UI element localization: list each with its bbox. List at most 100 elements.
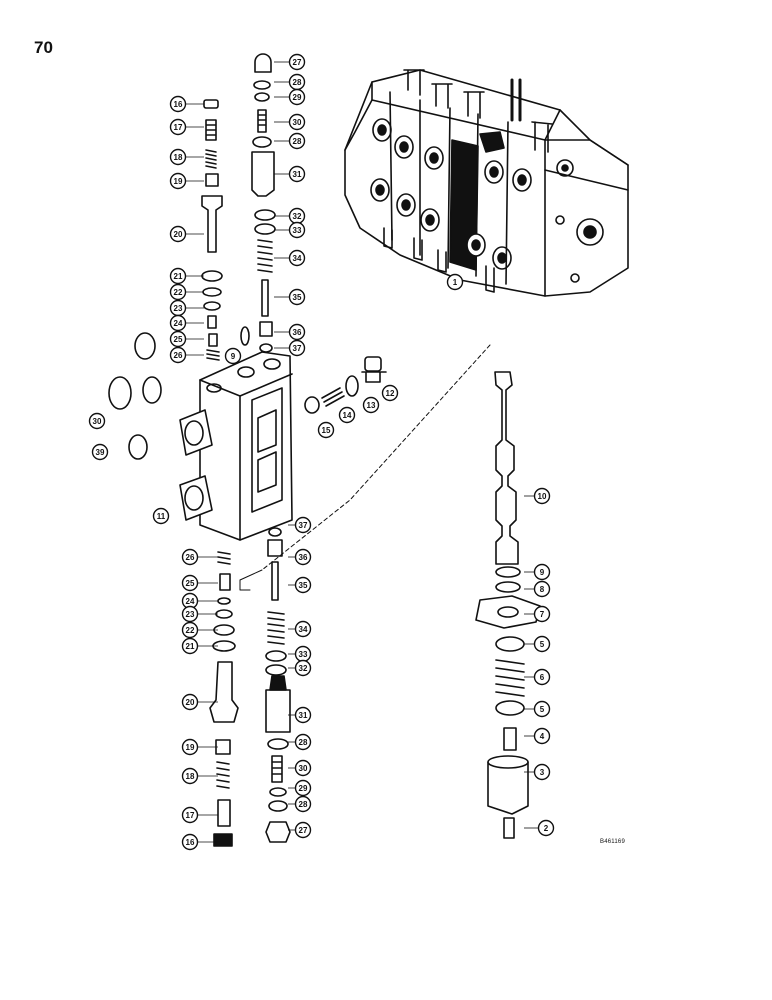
callout-34: 34 xyxy=(288,620,312,638)
callout-number: 18 xyxy=(186,772,195,781)
callout-number: 3 xyxy=(540,768,545,777)
callout-circle xyxy=(169,267,187,285)
callout-number: 36 xyxy=(293,328,302,337)
callout-20: 20 xyxy=(181,693,218,711)
callout-number: 24 xyxy=(174,319,183,328)
callout-number: 28 xyxy=(299,738,308,747)
callout-layer: 1617181920212223242526272829302831323334… xyxy=(88,53,555,851)
callout-circle xyxy=(181,621,199,639)
callout-28: 28 xyxy=(274,73,306,91)
callout-37: 37 xyxy=(288,516,312,534)
callout-number: 35 xyxy=(293,293,302,302)
callout-circle xyxy=(169,225,187,243)
left-upper-stack xyxy=(201,99,223,361)
callout-number: 31 xyxy=(293,170,302,179)
callout-9: 9 xyxy=(524,563,551,581)
callout-circle xyxy=(294,576,312,594)
callout-number: 32 xyxy=(299,664,308,673)
drawing-reference-code: B461169 xyxy=(600,839,625,845)
callout-number: 36 xyxy=(299,553,308,562)
callout-circle xyxy=(181,693,199,711)
callout-30: 30 xyxy=(274,113,306,131)
callout-circle xyxy=(294,516,312,534)
callout-circle xyxy=(294,548,312,566)
callout-number: 20 xyxy=(186,698,195,707)
callout-9: 9 xyxy=(224,347,242,365)
callout-number: 31 xyxy=(299,711,308,720)
callout-circle xyxy=(169,330,187,348)
callout-number: 26 xyxy=(186,553,195,562)
callout-24: 24 xyxy=(169,314,204,332)
callout-26: 26 xyxy=(181,548,218,566)
valve-bank-assembly-drawing xyxy=(344,69,629,297)
callout-6: 6 xyxy=(524,668,551,686)
callout-number: 20 xyxy=(174,230,183,239)
callout-number: 16 xyxy=(174,100,183,109)
callout-circle xyxy=(288,165,306,183)
callout-number: 2 xyxy=(544,824,549,833)
callout-36: 36 xyxy=(288,548,312,566)
callout-circle xyxy=(294,795,312,813)
callout-30: 30 xyxy=(288,759,312,777)
callout-16: 16 xyxy=(169,95,204,113)
callout-circle xyxy=(169,148,187,166)
callout-number: 37 xyxy=(293,344,302,353)
center-upper-stack xyxy=(251,53,276,353)
callout-number: 19 xyxy=(186,743,195,752)
callout-circle xyxy=(181,574,199,592)
callout-number: 16 xyxy=(186,838,195,847)
callout-number: 22 xyxy=(174,288,183,297)
callout-number: 19 xyxy=(174,177,183,186)
callout-29: 29 xyxy=(288,779,312,797)
callout-number: 25 xyxy=(186,579,195,588)
callout-circle xyxy=(338,406,356,424)
callout-12: 12 xyxy=(381,384,399,402)
callout-circle xyxy=(181,738,199,756)
callout-31: 31 xyxy=(288,706,312,724)
left-lower-stack xyxy=(209,551,239,847)
callout-22: 22 xyxy=(169,283,204,301)
callout-1: 1 xyxy=(446,273,464,291)
callout-8: 8 xyxy=(524,580,551,598)
callout-number: 30 xyxy=(293,118,302,127)
callout-number: 6 xyxy=(540,673,545,682)
callout-circle xyxy=(181,806,199,824)
callout-circle xyxy=(288,249,306,267)
callout-13: 13 xyxy=(362,396,380,414)
callout-circle xyxy=(152,507,170,525)
callout-19: 19 xyxy=(181,738,218,756)
callout-28: 28 xyxy=(274,132,306,150)
callout-5: 5 xyxy=(524,700,551,718)
callout-19: 19 xyxy=(169,172,204,190)
callout-circle xyxy=(181,833,199,851)
callout-number: 30 xyxy=(299,764,308,773)
callout-2: 2 xyxy=(524,819,555,837)
callout-number: 4 xyxy=(540,732,545,741)
callout-36: 36 xyxy=(274,323,306,341)
callout-number: 34 xyxy=(293,254,302,263)
callout-number: 35 xyxy=(299,581,308,590)
callout-17: 17 xyxy=(169,118,204,136)
callout-number: 10 xyxy=(538,492,547,501)
callout-circle xyxy=(533,487,551,505)
callout-circle xyxy=(288,288,306,306)
callout-30: 30 xyxy=(88,412,106,430)
callout-number: 23 xyxy=(174,304,183,313)
callout-circle xyxy=(169,172,187,190)
callout-number: 8 xyxy=(540,585,545,594)
callout-number: 28 xyxy=(299,800,308,809)
callout-20: 20 xyxy=(169,225,204,243)
callout-circle xyxy=(288,113,306,131)
callout-32: 32 xyxy=(274,207,306,225)
callout-number: 21 xyxy=(186,642,195,651)
callout-circle xyxy=(294,759,312,777)
callout-circle xyxy=(181,767,199,785)
callout-5: 5 xyxy=(524,635,551,653)
callout-circle xyxy=(533,727,551,745)
callout-31: 31 xyxy=(274,165,306,183)
callout-26: 26 xyxy=(169,346,204,364)
callout-number: 15 xyxy=(322,426,331,435)
callout-circle xyxy=(288,88,306,106)
